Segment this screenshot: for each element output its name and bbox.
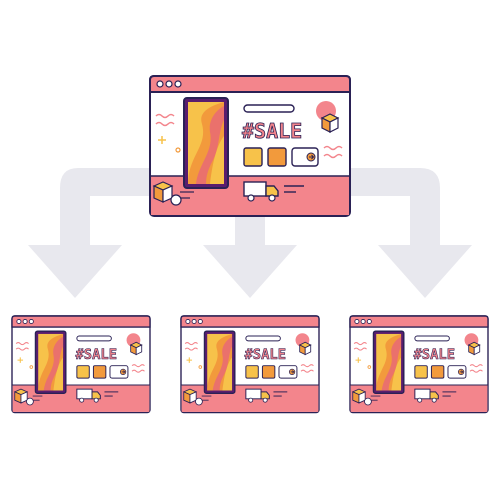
main-store-window: #SALE [149,75,351,217]
store-window-right: #SALE [349,315,489,414]
store-window-center: #SALE [180,315,320,414]
sale-label: #SALE [244,347,286,363]
sale-label: #SALE [75,347,117,363]
sale-label: #SALE [242,119,302,143]
sale-label: #SALE [413,347,455,363]
store-window-left: #SALE [11,315,151,414]
